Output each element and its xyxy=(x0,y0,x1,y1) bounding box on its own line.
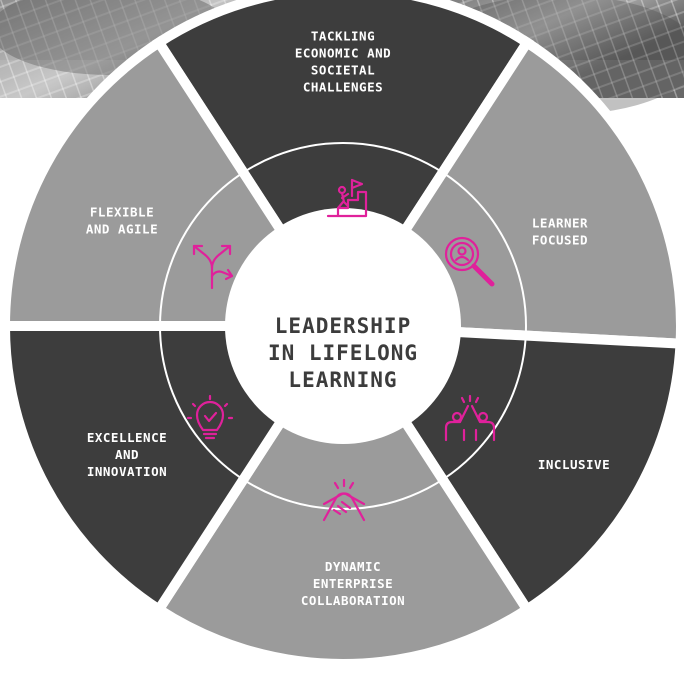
segment-bottom-label-line-2: ENTERPRISE xyxy=(313,576,393,591)
handshake-icon xyxy=(322,478,366,522)
center-hub: LEADERSHIP IN LIFELONG LEARNING xyxy=(225,208,461,444)
segment-top-label-line-2: ECONOMIC AND xyxy=(295,46,391,61)
magnifier-person-icon xyxy=(444,236,495,287)
segment-lower-left-label-line-1: EXCELLENCE xyxy=(87,430,167,445)
lightbulb-check-icon xyxy=(186,394,234,440)
segment-bottom xyxy=(151,316,535,669)
segment-top-label-line-3: SOCIETAL xyxy=(311,63,375,78)
segment-bottom-label-line-1: DYNAMIC xyxy=(325,559,381,574)
segment-top xyxy=(151,0,535,336)
climbing-stairs-flag-icon xyxy=(326,178,368,218)
center-title-line-3: LEARNING xyxy=(288,368,397,392)
segment-top-label-line-4: CHALLENGES xyxy=(303,80,383,95)
segment-lower-right-label-line-1: INCLUSIVE xyxy=(538,457,610,472)
center-circle xyxy=(225,208,461,444)
segment-top-label-line-1: TACKLING xyxy=(311,29,375,44)
segment-upper-left-label-line-1: FLEXIBLE xyxy=(90,205,154,220)
center-title-line-1: LEADERSHIP xyxy=(275,314,411,338)
segment-upper-right-label-line-1: LEARNER xyxy=(532,216,588,231)
segment-lower-left-label-line-3: INNOVATION xyxy=(87,464,167,479)
high-five-people-icon xyxy=(444,394,496,442)
segment-bottom-label-line-3: COLLABORATION xyxy=(301,593,405,608)
segment-lower-left-label-line-2: AND xyxy=(115,447,139,462)
diverging-arrows-icon xyxy=(192,244,234,290)
segment-upper-left-label-line-2: AND AGILE xyxy=(86,222,158,237)
center-title-line-2: IN LIFELONG xyxy=(268,341,418,365)
segment-upper-right-label-line-2: FOCUSED xyxy=(532,233,588,248)
